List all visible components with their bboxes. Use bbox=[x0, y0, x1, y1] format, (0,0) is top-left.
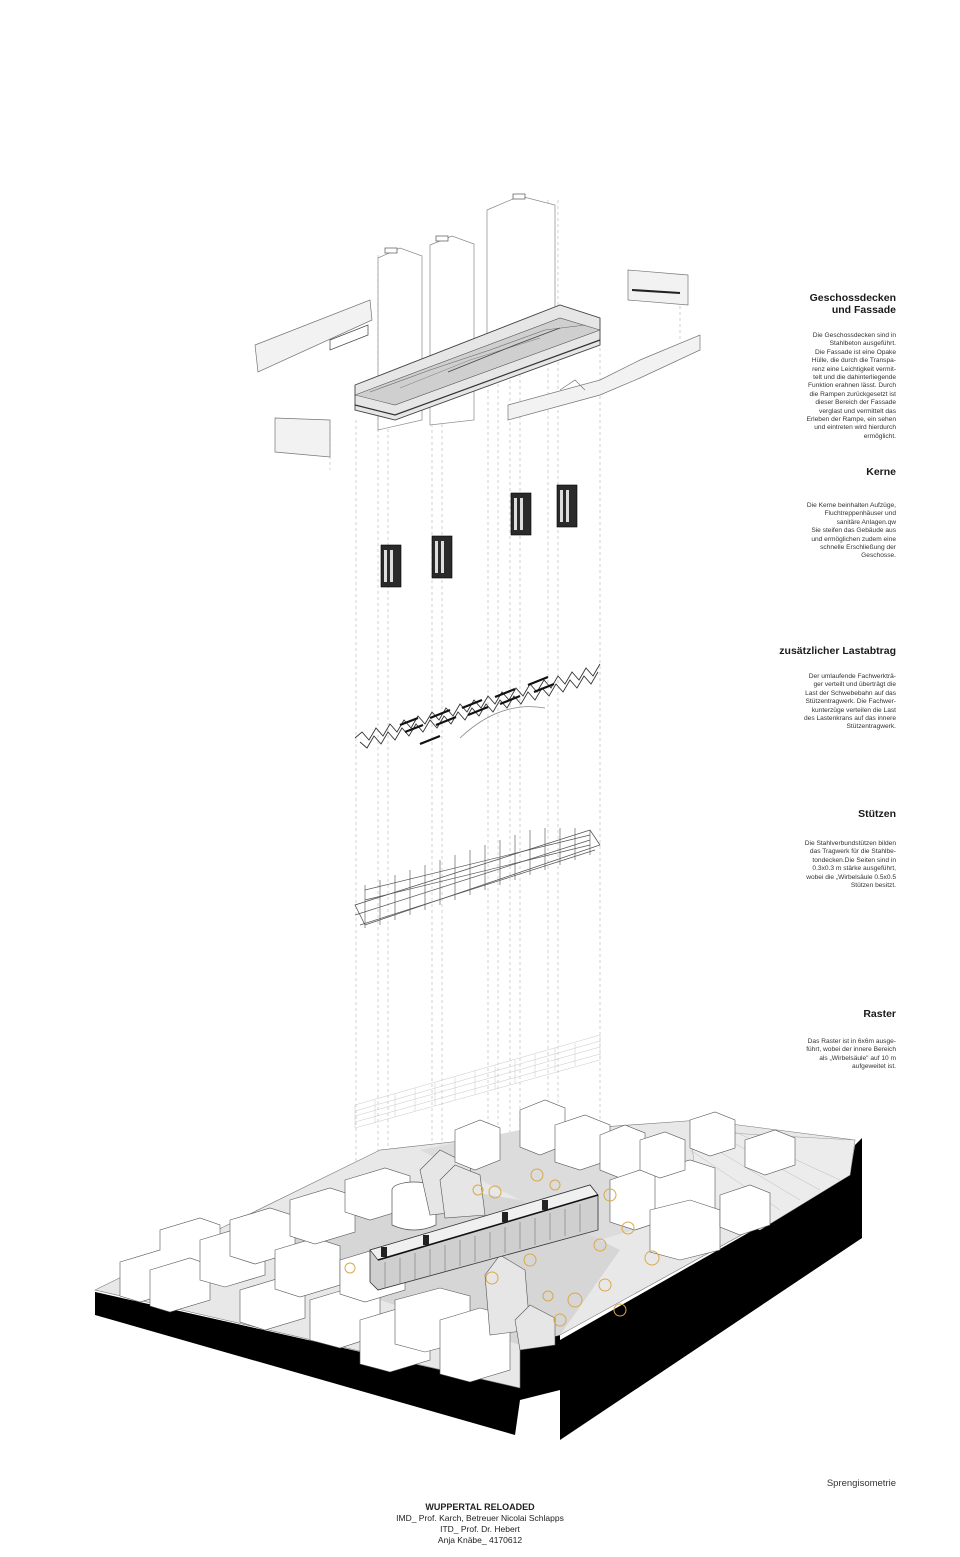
section-body: Der umlaufende Fachwerkträ- ger verteilt… bbox=[803, 673, 896, 731]
section-body: Die Geschossdecken sind in Stahlbeton au… bbox=[806, 332, 896, 440]
section-floor-slabs-facade: Geschossdecken und Fassade Die Geschossd… bbox=[706, 292, 896, 441]
section-body: Die Kerne beinhalten Aufzüge, Fluchtrepp… bbox=[806, 502, 896, 560]
floor-slabs-layer bbox=[353, 304, 601, 421]
section-title: Geschossdecken und Fassade bbox=[809, 292, 896, 316]
facade-panels bbox=[254, 269, 701, 458]
trees bbox=[344, 1168, 660, 1327]
section-body: Das Raster ist in 6x6m ausge- führt, wob… bbox=[806, 1038, 896, 1071]
credits-line: ITD_ Prof. Dr. Hebert bbox=[440, 1524, 520, 1534]
main-building bbox=[369, 1184, 599, 1291]
section-title: Kerne bbox=[866, 466, 896, 478]
section-title: Stützen bbox=[858, 808, 896, 820]
columns-layer bbox=[354, 828, 601, 928]
section-title: Raster bbox=[863, 1008, 896, 1020]
credits-line: Anja Knäbe_ 4170612 bbox=[437, 1535, 523, 1545]
site-model bbox=[94, 1099, 862, 1440]
section-load-transfer: zusätzlicher Lastabtrag Der umlaufende F… bbox=[706, 645, 896, 732]
cores-layer bbox=[380, 484, 578, 588]
credits-line: IMD_ Prof. Karch, Betreuer Nicolai Schla… bbox=[396, 1513, 564, 1523]
section-title: zusätzlicher Lastabtrag bbox=[779, 645, 896, 657]
project-title: WUPPERTAL RELOADED bbox=[425, 1502, 535, 1512]
credits-block: WUPPERTAL RELOADED IMD_ Prof. Karch, Bet… bbox=[0, 1502, 960, 1546]
truss-layer bbox=[354, 663, 601, 749]
section-cores: Kerne Die Kerne beinhalten Aufzüge, Fluc… bbox=[706, 466, 896, 561]
section-grid: Raster Das Raster ist in 6x6m ausge- füh… bbox=[706, 1008, 896, 1072]
section-body: Die Stahlverbundstützen bilden das Tragw… bbox=[804, 840, 896, 890]
drawing-caption: Sprengisometrie bbox=[826, 1478, 896, 1489]
grid-layer bbox=[354, 1034, 601, 1129]
section-columns: Stützen Die Stahlverbundstützen bilden d… bbox=[706, 808, 896, 890]
